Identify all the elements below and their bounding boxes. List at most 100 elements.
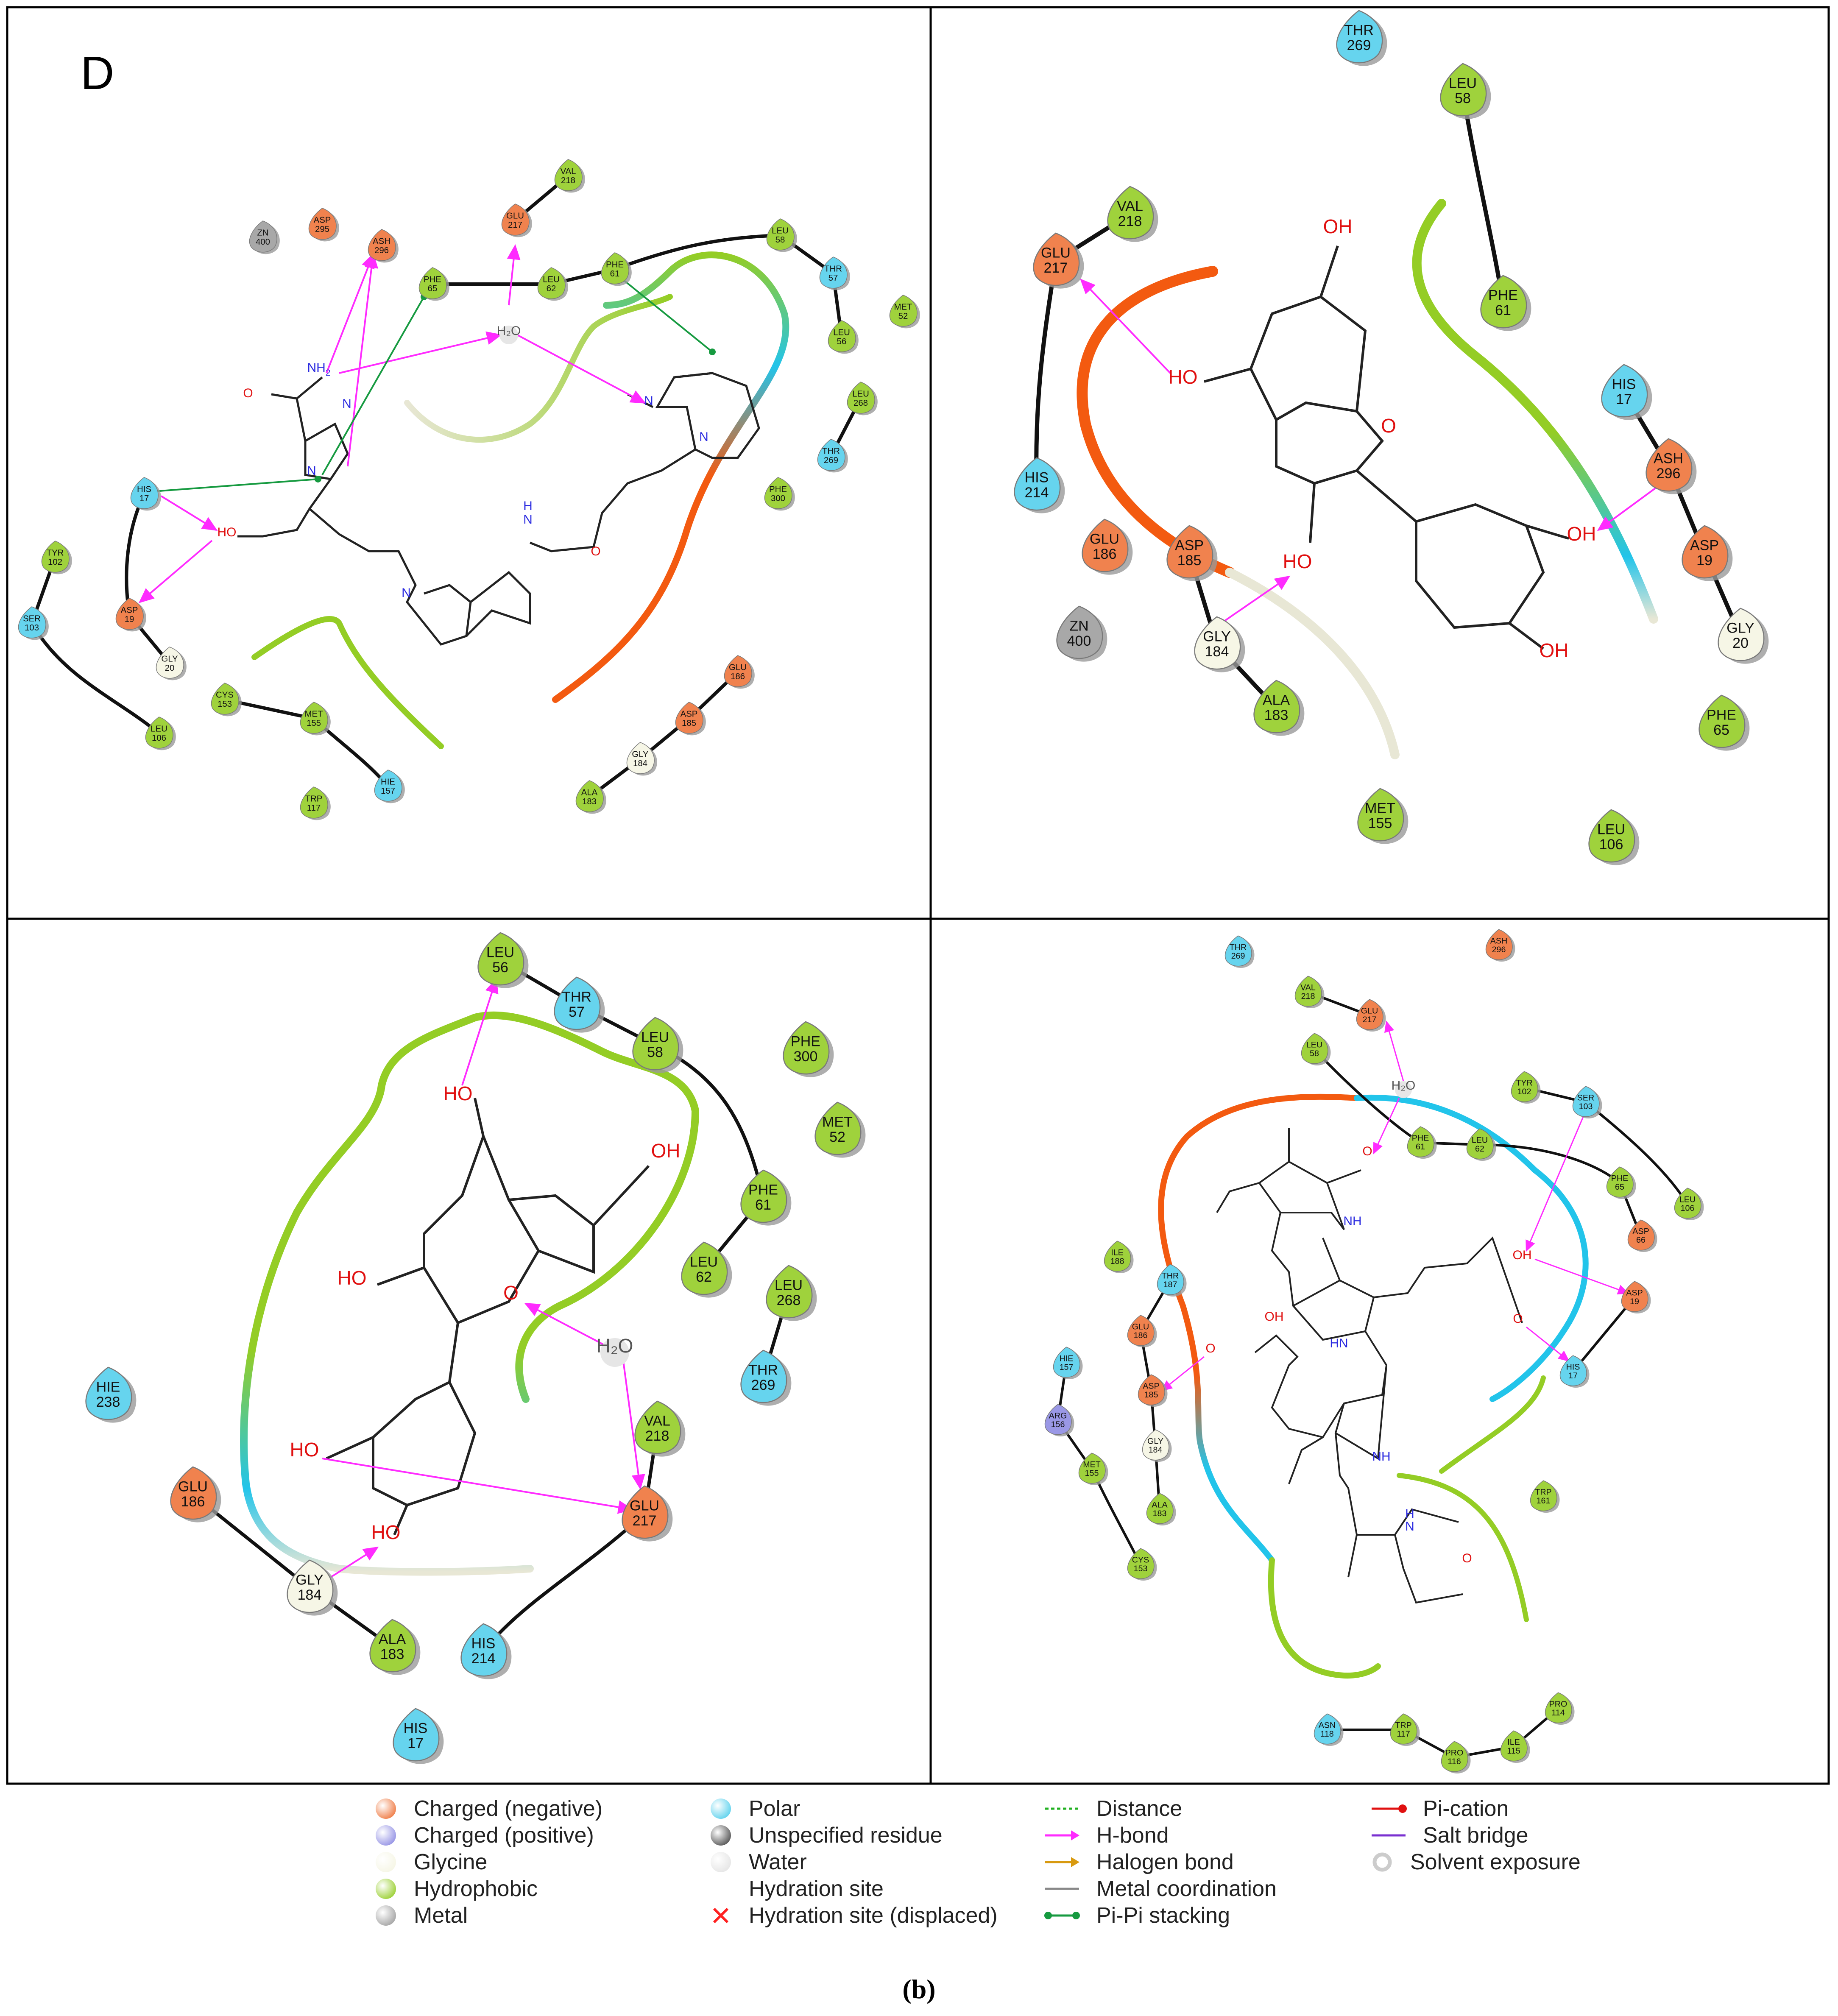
residue-name: LEU <box>1679 1195 1696 1205</box>
residue-name: LEU <box>772 226 789 236</box>
residue-number: 61 <box>610 269 620 279</box>
residue-name: GLU <box>506 212 524 221</box>
residue-number: 62 <box>547 284 556 293</box>
residue-name: THR <box>562 989 591 1005</box>
residue-name: GLU <box>178 1479 208 1495</box>
legend-symbol <box>1043 1903 1081 1928</box>
atom-label: NH <box>1343 1214 1361 1228</box>
residue-number: 52 <box>829 1129 845 1145</box>
panel-top-right-hbonds <box>1080 279 1663 624</box>
residue-number: 65 <box>1615 1182 1624 1192</box>
residue-name: VAL <box>1117 198 1143 215</box>
legend-symbol <box>1043 1876 1081 1902</box>
residue-number: 153 <box>1134 1564 1148 1573</box>
legend-label: Water <box>749 1850 807 1874</box>
residue-name: LEU <box>151 725 167 734</box>
residue-name: ASP <box>1175 538 1204 554</box>
residue-number: 19 <box>1630 1297 1639 1306</box>
residue-number: 57 <box>569 1004 585 1020</box>
legend-label: Hydration site (displaced) <box>749 1903 998 1928</box>
pocket-ribbon-inner <box>404 294 673 443</box>
residue-number: 217 <box>1044 260 1068 276</box>
residue-number: 217 <box>508 220 522 230</box>
residue-number: 187 <box>1163 1280 1177 1289</box>
residue-number: 214 <box>1025 485 1049 501</box>
residue-number: 185 <box>1144 1390 1158 1400</box>
legend-label: Pi-Pi stacking <box>1096 1903 1230 1928</box>
legend-item: Pi-cation <box>1369 1796 1509 1822</box>
residue-number: 269 <box>1347 37 1371 53</box>
atom-label: H₂O <box>597 1335 633 1357</box>
residue-name: ASP <box>1632 1227 1649 1236</box>
legend-symbol <box>373 1903 399 1928</box>
residue-name: PHE <box>424 275 441 284</box>
pocket-ribbon <box>240 1011 700 1576</box>
legend-label: Distance <box>1096 1796 1183 1821</box>
residue-name: VAL <box>1300 983 1316 993</box>
residue-number: 300 <box>794 1048 818 1065</box>
legend-label: Salt bridge <box>1423 1823 1528 1848</box>
residue-number: 161 <box>1537 1496 1551 1506</box>
legend-item: Halogen bond <box>1043 1849 1234 1875</box>
residue-number: 218 <box>645 1428 669 1444</box>
residue-number: 186 <box>1134 1331 1148 1340</box>
residue-name: CYS <box>1132 1556 1149 1565</box>
residue-number: 183 <box>1264 707 1289 723</box>
residue-number: 184 <box>633 759 647 768</box>
atom-label: O <box>1362 1144 1372 1158</box>
residue-name: GLU <box>630 1498 659 1514</box>
residue-name: LEU <box>1597 822 1625 838</box>
legend-label: Metal <box>414 1903 468 1928</box>
residue-number: 58 <box>647 1044 663 1060</box>
panel-bottom-right-hbonds <box>1160 1021 1629 1391</box>
legend-label: Charged (positive) <box>414 1823 594 1848</box>
residue-name: PHE <box>748 1182 778 1198</box>
atom-label: O <box>1513 1312 1523 1326</box>
residue-number: 17 <box>407 1735 424 1751</box>
residue-name: GLY <box>161 655 178 664</box>
atom-label: OH <box>1567 523 1596 545</box>
atom-label: OH <box>1513 1248 1532 1262</box>
residue-number: 400 <box>1067 633 1091 649</box>
residue-name: THR <box>822 447 840 456</box>
figure-caption: (b) <box>902 1974 936 2004</box>
legend-item: Hydration site (displaced) <box>708 1902 998 1929</box>
residue-name: ASP <box>681 710 698 719</box>
legend-symbol <box>1369 1849 1395 1875</box>
legend-item: H-bond <box>1043 1822 1169 1849</box>
atom-label: OH <box>1265 1310 1284 1324</box>
residue-number: 114 <box>1551 1708 1565 1718</box>
